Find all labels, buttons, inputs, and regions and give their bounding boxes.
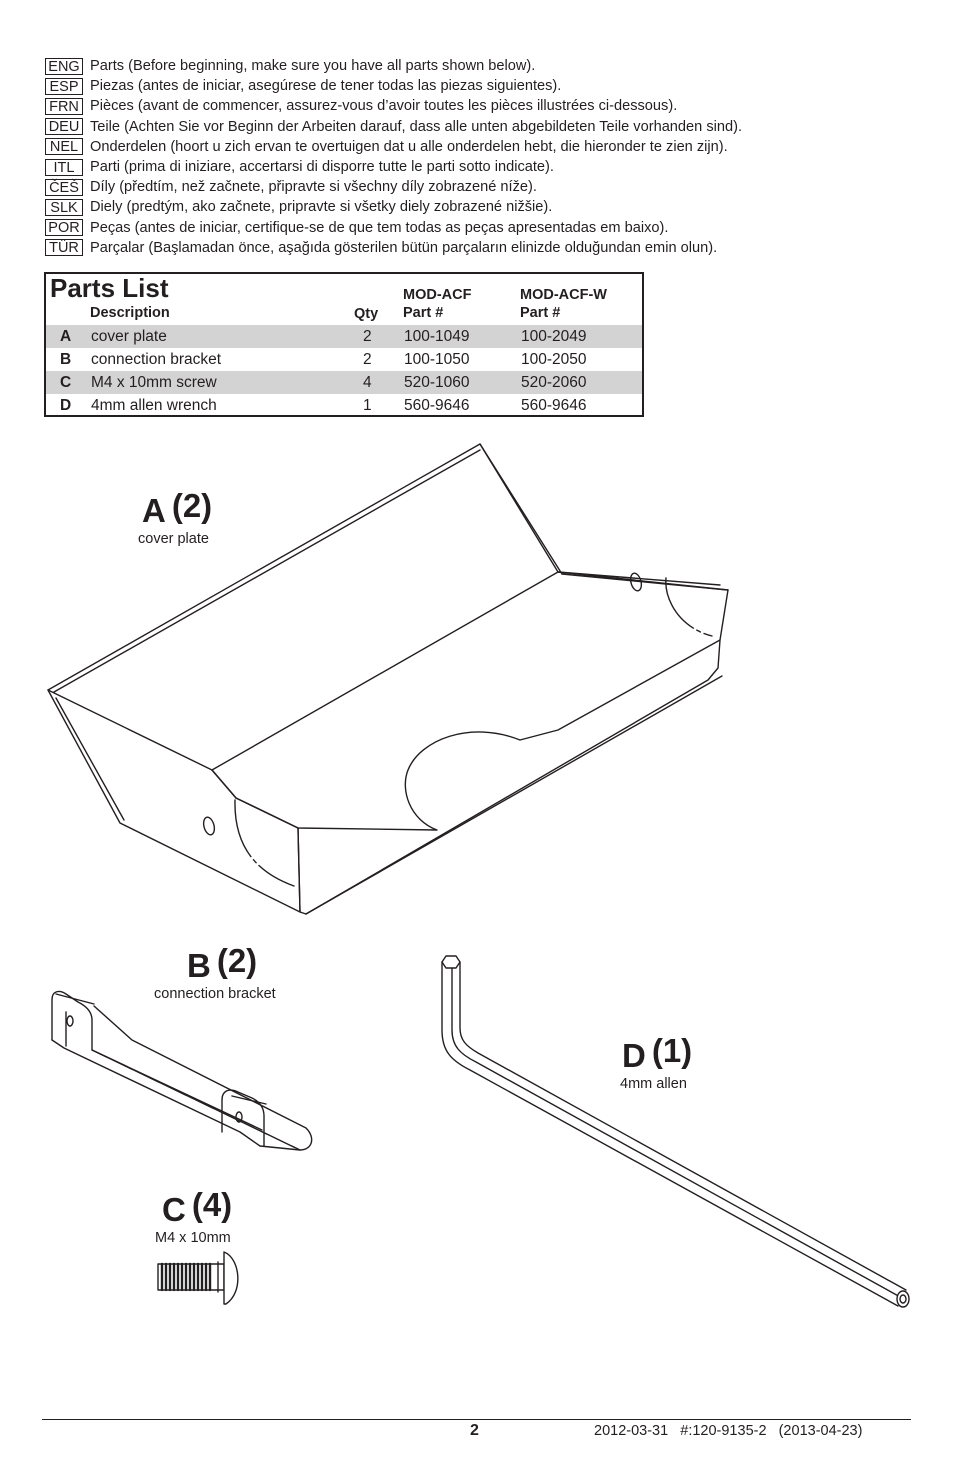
language-row: POR Peças (antes de iniciar, certifique-s… (45, 218, 925, 238)
language-row: NEL Onderdelen (hoort u zich ervan te ove… (45, 137, 925, 157)
language-row: ITL Parti (prima di iniziare, accertarsi … (45, 157, 925, 177)
row-part2: 100-2049 (521, 328, 587, 345)
language-code: NEL (45, 138, 83, 156)
figure-d-letter: D (622, 1037, 646, 1074)
language-text: Parti (prima di iniziare, accertarsi di … (90, 159, 554, 176)
language-row: ČEŠ Díly (předtím, než začnete, připravte… (45, 177, 925, 197)
language-row: FRN Pièces (avant de commencer, assurez-v… (45, 96, 925, 116)
figure-b-label: B(2) (187, 942, 257, 985)
connection-bracket-drawing (51, 990, 313, 1151)
row-part1: 100-1050 (404, 351, 470, 368)
language-code: ČEŠ (45, 178, 83, 196)
row-description: cover plate (91, 328, 167, 345)
page-number: 2 (470, 1422, 479, 1439)
figure-a-letter: A (142, 492, 166, 529)
column-header-description: Description (90, 305, 170, 321)
figure-b-qty: (2) (216, 942, 258, 979)
column-header-model2: MOD-ACF-W (520, 287, 607, 303)
row-description: M4 x 10mm screw (91, 374, 217, 391)
row-description: connection bracket (91, 351, 222, 368)
footer-divider (42, 1419, 911, 1420)
row-qty: 4 (363, 374, 372, 391)
language-row: DEU Teile (Achten Sie vor Beginn der Arbe… (45, 117, 925, 137)
row-qty: 1 (363, 397, 372, 414)
figure-d-qty: (1) (651, 1032, 693, 1069)
column-header-qty: Qty (354, 306, 379, 322)
language-list: ENG Parts (Before beginning, make sure yo… (45, 56, 925, 258)
language-code: ENG (45, 57, 83, 75)
language-text: Peças (antes de iniciar, certifique-se d… (90, 219, 669, 236)
language-code: POR (45, 219, 83, 237)
language-row: ENG Parts (Before beginning, make sure yo… (45, 56, 925, 76)
screw-drawing (157, 1251, 239, 1305)
language-text: Teile (Achten Sie vor Beginn der Arbeite… (90, 118, 743, 135)
row-part1: 520-1060 (404, 374, 470, 391)
figure-a-caption: cover plate (138, 531, 209, 547)
row-letter: D (60, 397, 72, 414)
table-row: C M4 x 10mm screw 4 520-1060 520-2060 (46, 371, 642, 394)
row-part2: 100-2050 (521, 351, 587, 368)
row-letter: B (60, 351, 72, 368)
figure-b-letter: B (187, 947, 211, 984)
table-row: B connection bracket 2 100-1050 100-2050 (46, 348, 642, 371)
language-code: FRN (45, 97, 83, 115)
row-part1: 560-9646 (404, 397, 470, 414)
figure-a-label: A(2) (142, 487, 212, 530)
language-text: Díly (předtím, než začnete, připravte si… (90, 179, 537, 196)
language-row: TÜR Parçalar (Başlamadan önce, aşağıda gö… (45, 238, 925, 258)
column-header-part2: Part # (520, 305, 561, 321)
figure-c-letter: C (162, 1191, 186, 1228)
language-code: SLK (45, 198, 83, 216)
figure-c-qty: (4) (191, 1186, 233, 1223)
language-text: Piezas (antes de iniciar, asegúrese de t… (90, 78, 562, 95)
language-text: Parts (Before beginning, make sure you h… (90, 58, 536, 75)
document-info: 2012-03-31 #:120-9135-2 (2013-04-23) (594, 1423, 863, 1439)
allen-wrench-drawing (441, 955, 910, 1308)
row-letter: A (60, 328, 72, 345)
language-text: Pièces (avant de commencer, assurez-vous… (90, 98, 678, 115)
row-part2: 560-9646 (521, 397, 587, 414)
language-text: Onderdelen (hoort u zich ervan te overtu… (90, 138, 728, 155)
language-text: Parçalar (Başlamadan önce, aşağıda göste… (90, 239, 718, 256)
language-code: DEU (45, 118, 83, 136)
figure-b-caption: connection bracket (154, 986, 276, 1002)
row-qty: 2 (363, 351, 372, 368)
language-code: ITL (45, 158, 83, 176)
table-row: A cover plate 2 100-1049 100-2049 (46, 325, 642, 348)
language-text: Diely (predtým, ako začnete, pripravte s… (90, 199, 553, 216)
figure-d-caption: 4mm allen (620, 1076, 687, 1092)
row-qty: 2 (363, 328, 372, 345)
language-row: ESP Piezas (antes de iniciar, asegúrese d… (45, 76, 925, 96)
table-row: D 4mm allen wrench 1 560-9646 560-9646 (46, 394, 642, 417)
figure-c-label: C(4) (162, 1186, 232, 1229)
parts-list-title: Parts List (50, 273, 169, 303)
row-letter: C (60, 374, 72, 391)
row-part1: 100-1049 (404, 328, 470, 345)
row-description: 4mm allen wrench (91, 397, 217, 414)
cover-plate-drawing (47, 443, 729, 915)
row-part2: 520-2060 (521, 374, 587, 391)
figure-a-qty: (2) (171, 487, 213, 524)
language-code: TÜR (45, 239, 83, 257)
parts-list-table: Parts List Description Qty MOD-ACF Part … (44, 272, 644, 417)
column-header-model1: MOD-ACF (403, 287, 472, 303)
language-row: SLK Diely (predtým, ako začnete, pripravt… (45, 197, 925, 217)
column-header-part1: Part # (403, 305, 444, 321)
figure-c-caption: M4 x 10mm (155, 1230, 231, 1246)
language-code: ESP (45, 77, 83, 95)
figure-d-label: D(1) (622, 1032, 692, 1075)
